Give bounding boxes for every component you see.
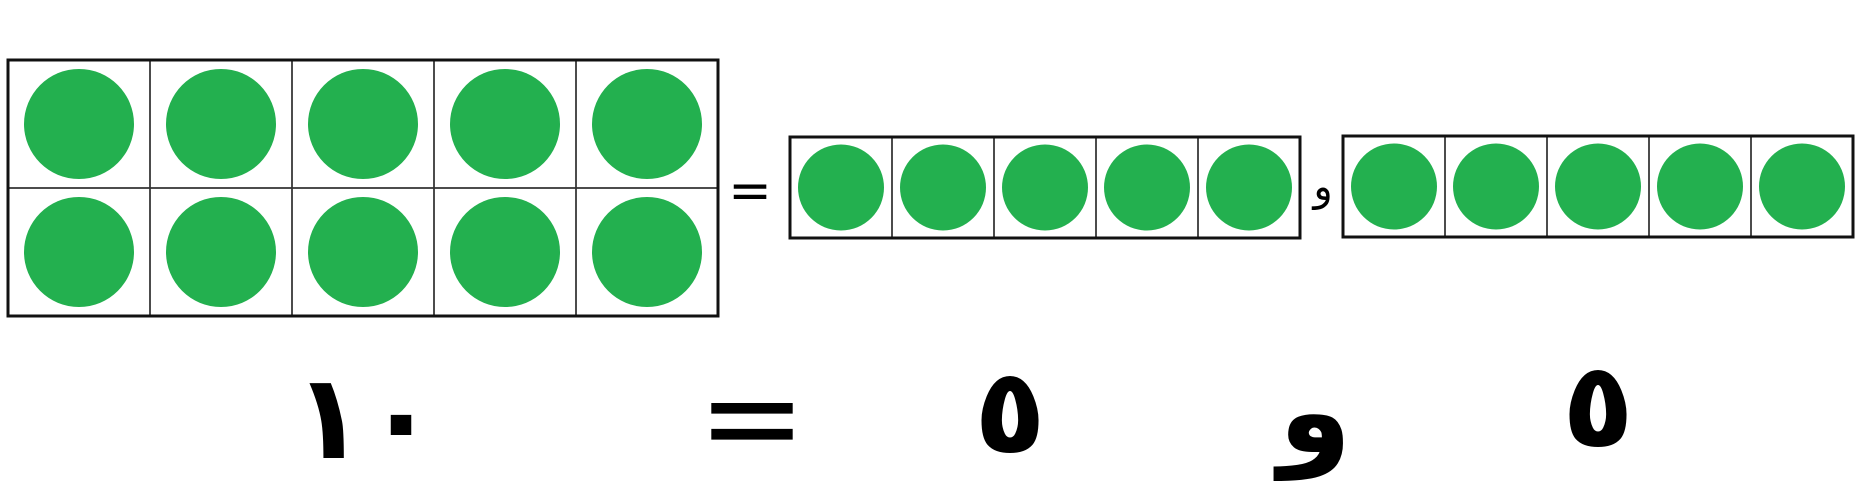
counter-dot — [592, 197, 702, 307]
counter-dot — [900, 144, 986, 231]
counter-dot — [1759, 143, 1845, 230]
counter-dot — [1002, 144, 1088, 231]
counter-dot — [450, 197, 560, 307]
frame-border — [6, 58, 720, 318]
top-and-word: و — [1311, 164, 1332, 210]
counter-dot — [308, 197, 418, 307]
counter-dot — [798, 144, 884, 231]
counter-dot — [1657, 143, 1743, 230]
equation-part-a: ٥ — [974, 342, 1046, 480]
counter-dot — [592, 69, 702, 179]
counter-dot — [24, 69, 134, 179]
equation-equals-sign: = — [698, 341, 807, 484]
five-frame-middle — [788, 135, 1302, 240]
ten-frame — [6, 58, 720, 318]
frame-border — [788, 135, 1302, 240]
counter-dot — [1555, 143, 1641, 230]
counter-dot — [1453, 143, 1539, 230]
counter-dot — [1351, 143, 1437, 230]
counter-dot — [166, 69, 276, 179]
counter-dot — [308, 69, 418, 179]
counter-dot — [166, 197, 276, 307]
five-frame-right — [1341, 134, 1855, 239]
top-equals-sign: = — [728, 161, 772, 221]
counter-dot — [450, 69, 560, 179]
counter-dot — [1206, 144, 1292, 231]
equation-and-word: و — [1273, 342, 1351, 481]
frame-border — [1341, 134, 1855, 239]
equation-total: ١٠ — [293, 348, 437, 484]
equation-part-b: ٥ — [1562, 336, 1634, 474]
counter-dot — [24, 197, 134, 307]
counter-dot — [1104, 144, 1190, 231]
